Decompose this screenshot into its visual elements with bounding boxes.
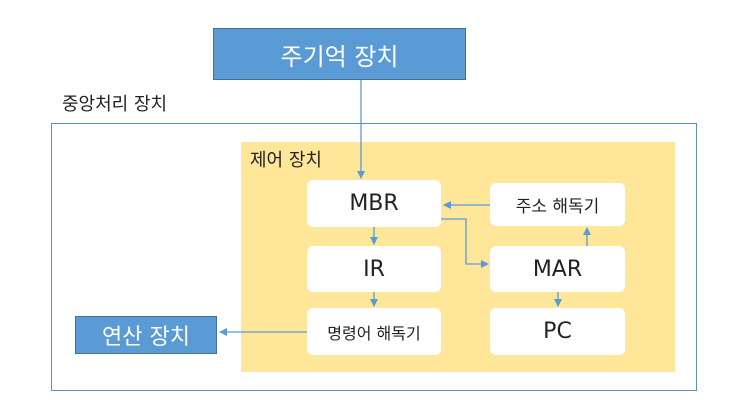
- pc-register: PC: [490, 308, 625, 355]
- ir-register: IR: [307, 246, 441, 292]
- mbr-register: MBR: [307, 180, 441, 227]
- control-unit-label: 제어 장치: [250, 150, 322, 171]
- mbr-to-mar-arrow: [441, 218, 489, 268]
- cpu-label: 중앙처리 장치: [62, 94, 168, 115]
- main-memory-block: 주기억 장치: [213, 28, 466, 80]
- mar-register: MAR: [490, 246, 625, 292]
- cpu-boundary: [51, 123, 697, 391]
- instruction-decoder: 명령어 해독기: [307, 308, 441, 355]
- alu-block: 연산 장치: [75, 316, 217, 354]
- address-decoder: 주소 해독기: [490, 183, 625, 226]
